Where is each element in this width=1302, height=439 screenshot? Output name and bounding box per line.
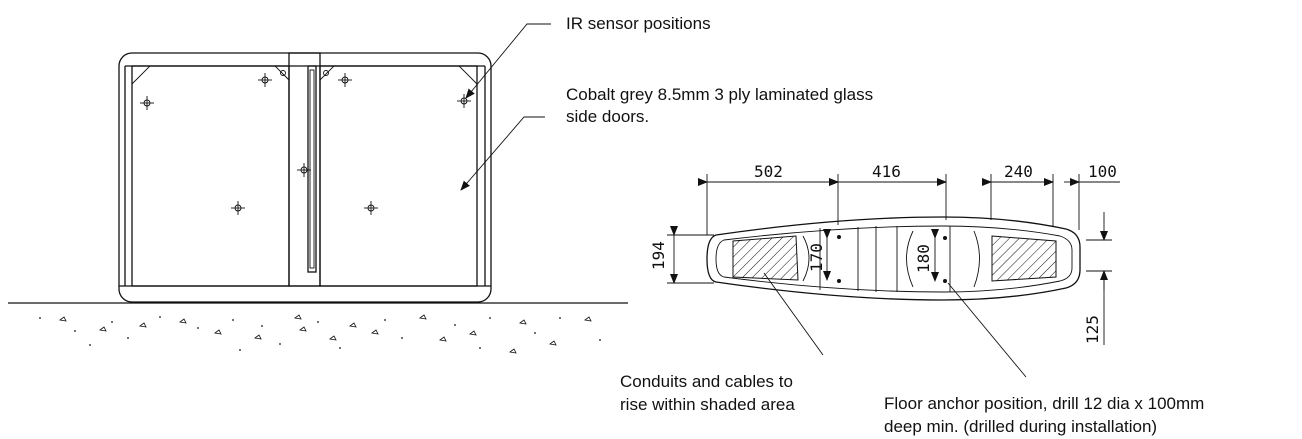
glass-door-label-line1: Cobalt grey 8.5mm 3 ply laminated glass — [566, 85, 873, 104]
right-glass-door — [319, 65, 478, 287]
floor-anchors — [837, 235, 947, 283]
center-pillar — [288, 52, 321, 287]
left-glass-door — [131, 65, 290, 287]
ir-sensor-label: IR sensor positions — [566, 14, 711, 33]
anchor-label-line1: Floor anchor position, drill 12 dia x 10… — [884, 394, 1204, 413]
plan-view — [667, 174, 1120, 378]
dim-170: 170 — [807, 243, 826, 272]
dim-100: 100 — [1088, 162, 1117, 181]
glass-door-label-line2: side doors. — [566, 107, 649, 126]
ground-dots — [39, 316, 601, 351]
conduit-area-left — [732, 235, 799, 281]
ground-texture — [59, 314, 592, 354]
dim-180: 180 — [914, 244, 933, 273]
conduit-leader — [763, 272, 824, 356]
conduit-label-line1: Conduits and cables to — [620, 372, 793, 391]
corner-brackets — [131, 65, 478, 86]
dim-502: 502 — [754, 162, 783, 181]
anchor-label-line2: deep min. (drilled during installation) — [884, 417, 1157, 436]
anchor-leader — [947, 282, 1027, 378]
conduit-area-right — [991, 235, 1057, 282]
front-elevation — [8, 23, 628, 354]
center-handle — [307, 65, 317, 273]
glass-door-leader — [460, 116, 545, 191]
dim-416: 416 — [872, 162, 901, 181]
dim-194: 194 — [649, 241, 668, 270]
cabinet-outline — [118, 52, 492, 303]
conduit-label-line2: rise within shaded area — [620, 395, 795, 414]
plan-outline — [706, 216, 1081, 301]
dim-125: 125 — [1083, 315, 1102, 344]
dim-240: 240 — [1004, 162, 1033, 181]
ir-sensors — [139, 72, 472, 216]
ir-sensor-leader — [465, 23, 551, 99]
